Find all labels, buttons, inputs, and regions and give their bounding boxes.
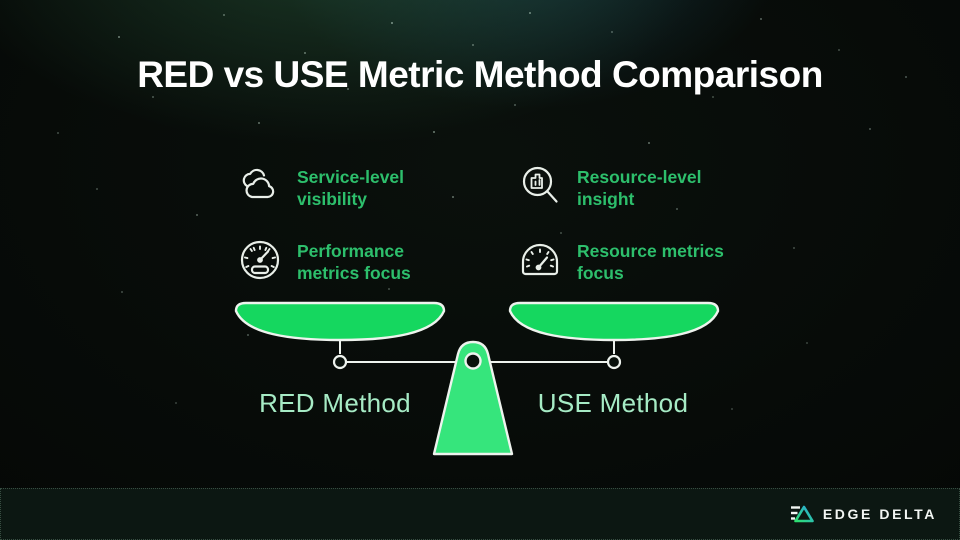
balance-scale-illustration <box>234 301 720 456</box>
star-field-decoration <box>0 0 2 2</box>
right-pan <box>508 301 720 342</box>
footer-band: EDGE DELTA <box>0 488 960 540</box>
red-method-label: RED Method <box>259 388 411 418</box>
fulcrum <box>432 340 514 456</box>
feature-service-level: Service-level visibility <box>238 164 439 210</box>
clouds-icon <box>238 164 282 208</box>
feature-performance-metrics: Performance metrics focus <box>238 238 439 284</box>
feature-label: Resource-level insight <box>577 167 702 209</box>
speedometer-icon <box>238 238 282 282</box>
gauge-icon <box>518 238 562 282</box>
feature-label: Performance metrics focus <box>297 241 411 283</box>
edge-delta-logo-icon <box>790 504 814 524</box>
feature-resource-level: Resource-level insight <box>518 164 739 210</box>
brand-name: EDGE DELTA <box>822 506 937 522</box>
left-pan <box>234 301 446 342</box>
page-title: RED vs USE Metric Method Comparison <box>137 54 823 95</box>
brand-logo: EDGE DELTA <box>790 504 937 524</box>
magnifier-chart-icon <box>518 164 562 208</box>
feature-label: Service-level visibility <box>297 167 405 209</box>
feature-resource-metrics: Resource metrics focus <box>518 238 739 284</box>
feature-label: Resource metrics focus <box>577 241 724 283</box>
use-method-label: USE Method <box>537 388 689 418</box>
